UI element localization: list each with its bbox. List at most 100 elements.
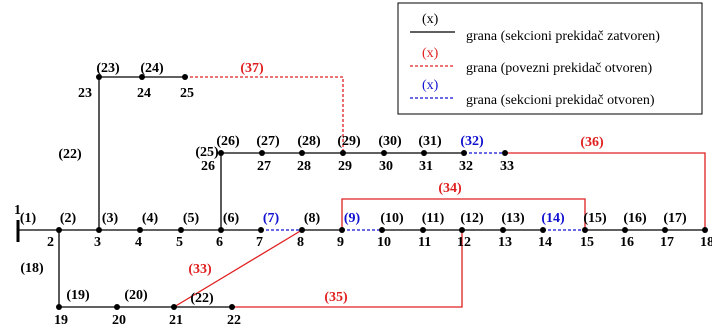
bus-dot-2 — [56, 227, 62, 233]
branch-label: (25) — [195, 145, 219, 160]
bus-label-9: 9 — [337, 235, 344, 250]
branch-line-36 — [505, 152, 706, 230]
bus-dot-25 — [182, 74, 188, 80]
bus-dot-3 — [96, 227, 102, 233]
bus-label-33: 33 — [500, 159, 514, 174]
branch-label: (32) — [460, 134, 484, 149]
bus-label-3: 3 — [94, 235, 101, 250]
bus-dot-15 — [582, 227, 588, 233]
bus-dot-28 — [299, 150, 305, 156]
bus-label-30: 30 — [379, 159, 393, 174]
legend-symbol-sectional-open: (x) — [422, 78, 439, 93]
bus-label-2: 2 — [47, 235, 54, 250]
bus-dot-9 — [339, 227, 345, 233]
bus-dot-22 — [229, 304, 235, 310]
bus-dot-16 — [622, 227, 628, 233]
branch-label: (36) — [580, 135, 604, 150]
branch-label: (35) — [324, 290, 348, 305]
bus-dots — [56, 74, 708, 310]
bus-dot-11 — [420, 227, 426, 233]
labels: (1)(2)(3)(4)(5)(6)(7)(8)(9)(10)(11)(12)(… — [14, 61, 712, 325]
branch-label: (12) — [460, 211, 484, 226]
branch-label: (4) — [142, 211, 159, 226]
bus-label-16: 16 — [620, 235, 634, 250]
branch-label: (11) — [422, 211, 445, 226]
bus-label-6: 6 — [216, 235, 223, 250]
bus-dot-29 — [340, 150, 346, 156]
branch-label: (7) — [263, 211, 280, 226]
branch-label: (5) — [183, 211, 200, 226]
branch-label: (28) — [297, 134, 321, 149]
bus-label-1: 1 — [14, 203, 21, 218]
branch-label: (15) — [583, 211, 607, 226]
branch-label: (1) — [20, 211, 37, 226]
branch-label: (8) — [304, 211, 321, 226]
branch-label: (13) — [501, 211, 525, 226]
bus-label-26: 26 — [201, 159, 215, 174]
branch-label: (26) — [216, 134, 240, 149]
branch-label: (29) — [337, 134, 361, 149]
bus-dot-10 — [379, 227, 385, 233]
branch-label: (9) — [344, 211, 361, 226]
branch-line-37 — [185, 76, 344, 153]
branch-label: (6) — [223, 211, 240, 226]
bus-label-14: 14 — [538, 235, 552, 250]
bus-label-20: 20 — [112, 313, 126, 325]
bus-label-7: 7 — [256, 235, 263, 250]
branch-label: (31) — [418, 134, 442, 149]
bus-label-11: 11 — [418, 235, 431, 250]
branch-label: (14) — [541, 211, 565, 226]
bus-label-23: 23 — [78, 86, 92, 101]
bus-dot-12 — [459, 227, 465, 233]
bus-dot-4 — [137, 227, 143, 233]
branch-label: (10) — [380, 211, 404, 226]
bus-dot-30 — [381, 150, 387, 156]
bus-label-17: 17 — [660, 235, 674, 250]
legend-text-sectional-open: grana (sekcioni prekidač otvoren) — [466, 93, 655, 108]
bus-label-25: 25 — [180, 86, 194, 101]
branch-label: (16) — [623, 211, 647, 226]
bus-label-15: 15 — [580, 235, 594, 250]
bus-label-28: 28 — [297, 159, 311, 174]
branch-label: (17) — [663, 211, 687, 226]
bus-label-18: 18 — [700, 235, 712, 250]
bus-dot-32 — [461, 150, 467, 156]
legend: (x) grana (sekcioni prekidač zatvoren) (… — [397, 2, 703, 115]
branch-label: (20) — [124, 288, 148, 303]
branch-label: (23) — [96, 61, 120, 76]
bus-label-10: 10 — [377, 235, 391, 250]
bus-dot-13 — [500, 227, 506, 233]
branch-label: (30) — [378, 134, 402, 149]
bus-dot-31 — [421, 150, 427, 156]
bus-label-31: 31 — [419, 159, 433, 174]
branch-line-35 — [232, 230, 463, 308]
bus-dot-26 — [218, 150, 224, 156]
bus-dot-6 — [218, 227, 224, 233]
legend-text-closed: grana (sekcioni prekidač zatvoren) — [466, 29, 660, 44]
bus-dot-21 — [171, 304, 177, 310]
branch-lines — [16, 76, 706, 308]
branch-label: (37) — [240, 61, 264, 76]
bus-dot-20 — [114, 304, 120, 310]
bus-dot-17 — [662, 227, 668, 233]
bus-label-12: 12 — [457, 235, 471, 250]
bus-label-29: 29 — [338, 159, 352, 174]
bus-label-4: 4 — [135, 235, 142, 250]
bus-dot-7 — [258, 227, 264, 233]
branch-label: (34) — [438, 181, 462, 196]
bus-dot-27 — [259, 150, 265, 156]
bus-dot-14 — [540, 227, 546, 233]
bus-dot-19 — [56, 304, 62, 310]
branch-line-34 — [341, 198, 586, 230]
bus-dot-23 — [96, 74, 102, 80]
branch-label: (22) — [190, 291, 214, 306]
legend-text-tie: grana (povezni prekidač otvoren) — [466, 61, 653, 76]
bus-dot-18 — [702, 227, 708, 233]
bus-dot-33 — [502, 150, 508, 156]
bus-label-19: 19 — [54, 313, 68, 325]
bus-label-27: 27 — [257, 159, 271, 174]
bus-label-22: 22 — [227, 313, 241, 325]
bus-label-5: 5 — [176, 235, 183, 250]
branch-label: (3) — [102, 211, 119, 226]
